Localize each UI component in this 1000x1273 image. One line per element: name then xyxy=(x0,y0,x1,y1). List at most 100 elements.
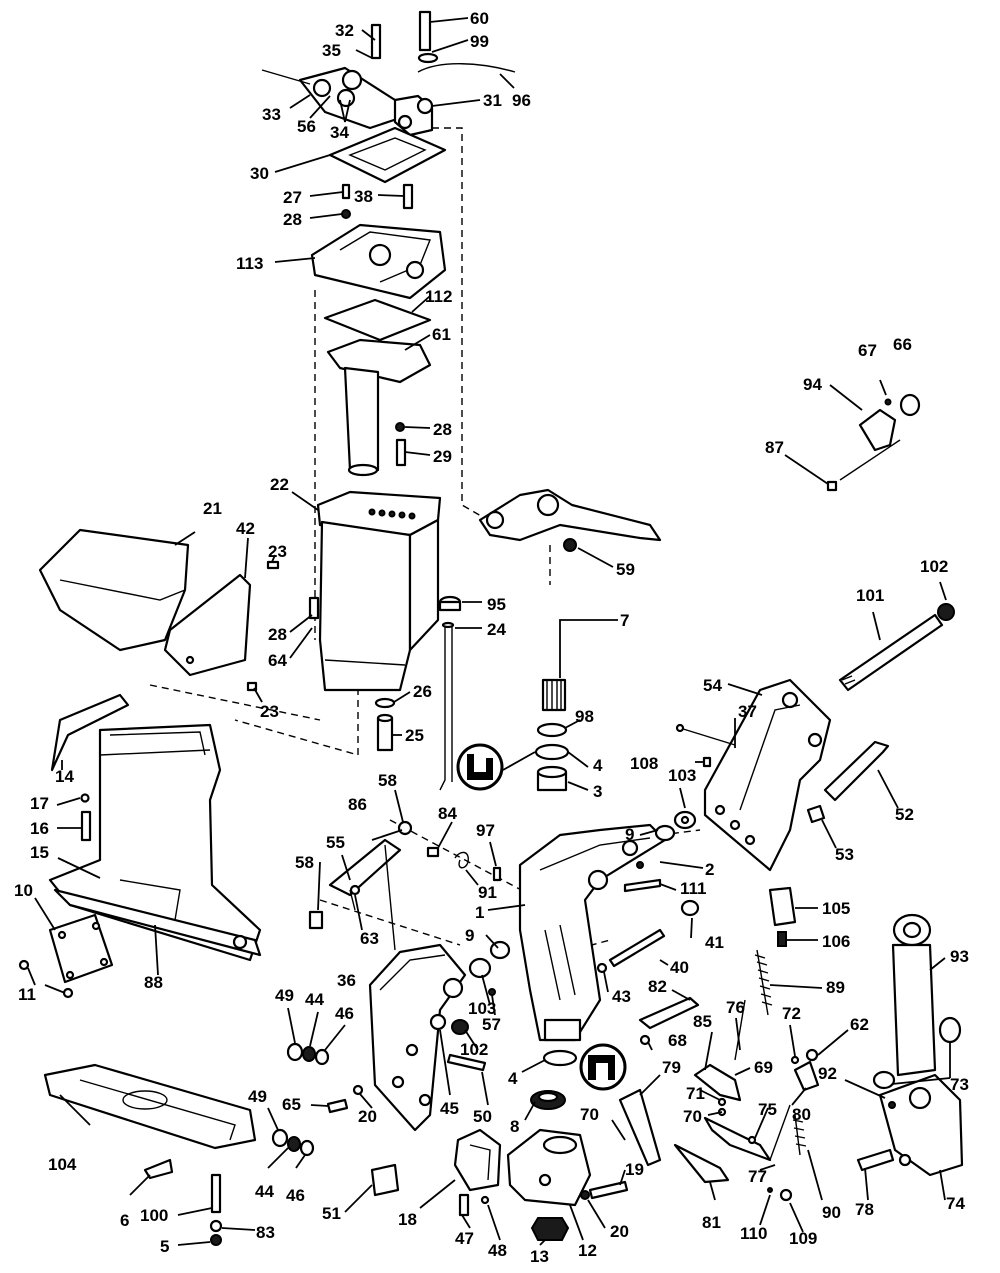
lock-94 xyxy=(858,408,897,452)
bushing-53 xyxy=(806,804,826,824)
spring-91 xyxy=(454,851,469,869)
nut-44b xyxy=(287,1136,301,1152)
screw-106 xyxy=(777,931,787,947)
bolt-33 xyxy=(261,69,311,85)
label-70b: 70 xyxy=(683,1107,702,1126)
cover-plate-10 xyxy=(18,913,114,999)
bushing-73a xyxy=(938,1016,962,1044)
label-70a: 70 xyxy=(580,1105,599,1124)
clamp-18 xyxy=(453,1128,502,1192)
label-37: 37 xyxy=(738,702,757,721)
label-27: 27 xyxy=(283,188,302,207)
tilt-cylinder-group xyxy=(856,913,964,1177)
washer-46a xyxy=(314,1048,330,1066)
washer-46b xyxy=(299,1139,315,1157)
stud-100 xyxy=(210,1173,222,1214)
cover-42 xyxy=(163,573,252,677)
label-66: 66 xyxy=(893,335,912,354)
plate-14 xyxy=(50,693,130,772)
washer-71 xyxy=(717,1097,727,1107)
clip-72 xyxy=(790,1055,800,1065)
screw-68 xyxy=(639,1034,651,1046)
label-51: 51 xyxy=(322,1204,341,1223)
tilt-tube-101 xyxy=(838,613,944,692)
spacer-49a xyxy=(286,1042,304,1062)
lever-79 xyxy=(618,1088,662,1167)
label-1: 1 xyxy=(475,903,484,922)
block-105 xyxy=(768,886,797,927)
link-37 xyxy=(679,727,736,746)
nut-102 xyxy=(451,1019,469,1035)
label-68: 68 xyxy=(668,1031,687,1050)
label-47: 47 xyxy=(455,1229,474,1248)
label-87: 87 xyxy=(765,438,784,457)
cylinder-93 xyxy=(891,943,937,1077)
label-84: 84 xyxy=(438,804,457,823)
gasket-30 xyxy=(328,126,447,184)
label-54: 54 xyxy=(703,676,722,695)
water-tube-group xyxy=(374,595,462,791)
fitting-57 xyxy=(488,988,496,996)
label-91: 91 xyxy=(478,883,497,902)
bolt-50 xyxy=(446,1053,487,1072)
tube-25 xyxy=(376,716,394,752)
label-67: 67 xyxy=(858,341,877,360)
spacer-49b xyxy=(271,1128,289,1148)
label-40: 40 xyxy=(670,958,689,977)
label-80: 80 xyxy=(792,1105,811,1124)
spring-89 xyxy=(756,949,769,1016)
label-71: 71 xyxy=(686,1084,705,1103)
bushing-86 xyxy=(397,820,413,836)
label-28b: 28 xyxy=(433,420,452,439)
exhaust-tube xyxy=(343,366,380,472)
washer-103b xyxy=(468,957,492,979)
tilt-lock-group xyxy=(826,393,921,492)
label-85: 85 xyxy=(693,1012,712,1031)
screw-48 xyxy=(480,1195,490,1205)
label-46a: 46 xyxy=(335,1004,354,1023)
tilt-lever-52 xyxy=(823,740,890,802)
bolt-65 xyxy=(326,1098,349,1114)
plate-51 xyxy=(370,1163,400,1197)
rod-77 xyxy=(769,1104,791,1161)
label-82: 82 xyxy=(648,977,667,996)
label-98: 98 xyxy=(575,707,594,726)
label-48: 48 xyxy=(488,1241,507,1260)
label-9b: 9 xyxy=(465,926,474,945)
label-2: 2 xyxy=(705,860,714,879)
label-111: 111 xyxy=(680,879,707,898)
screw-28c xyxy=(308,596,320,620)
link-82 xyxy=(638,996,700,1030)
label-113: 113 xyxy=(236,254,263,273)
label-11: 11 xyxy=(18,985,36,1004)
pin-78 xyxy=(856,1148,895,1172)
seal-4b xyxy=(542,1049,578,1067)
label-28c: 28 xyxy=(268,625,287,644)
label-34: 34 xyxy=(330,123,349,142)
label-95: 95 xyxy=(487,595,506,614)
part-number-labels: 32 60 35 99 96 33 56 34 31 30 27 38 28 1… xyxy=(14,9,969,1266)
bushing-41 xyxy=(680,899,700,917)
label-9a: 9 xyxy=(625,825,634,844)
trim-block-group xyxy=(768,886,797,947)
washer-20a xyxy=(352,1084,364,1096)
pin-67 xyxy=(884,398,892,406)
gasket-112 xyxy=(323,298,432,342)
label-56: 56 xyxy=(297,117,316,136)
label-53: 53 xyxy=(835,845,854,864)
label-29: 29 xyxy=(433,447,452,466)
upper-mount-group xyxy=(310,126,447,477)
label-112: 112 xyxy=(425,287,452,306)
label-55: 55 xyxy=(326,833,345,852)
insert-6 xyxy=(143,1158,174,1180)
o-ring-26 xyxy=(374,697,396,709)
knob-58 xyxy=(308,910,324,930)
label-17: 17 xyxy=(30,794,49,813)
label-15: 15 xyxy=(30,843,49,862)
label-58b: 58 xyxy=(295,853,314,872)
exhaust-housing-22 xyxy=(316,490,442,692)
lube-badge-right xyxy=(579,1043,627,1091)
lever-81 xyxy=(673,1143,730,1184)
label-46b: 46 xyxy=(286,1186,305,1205)
